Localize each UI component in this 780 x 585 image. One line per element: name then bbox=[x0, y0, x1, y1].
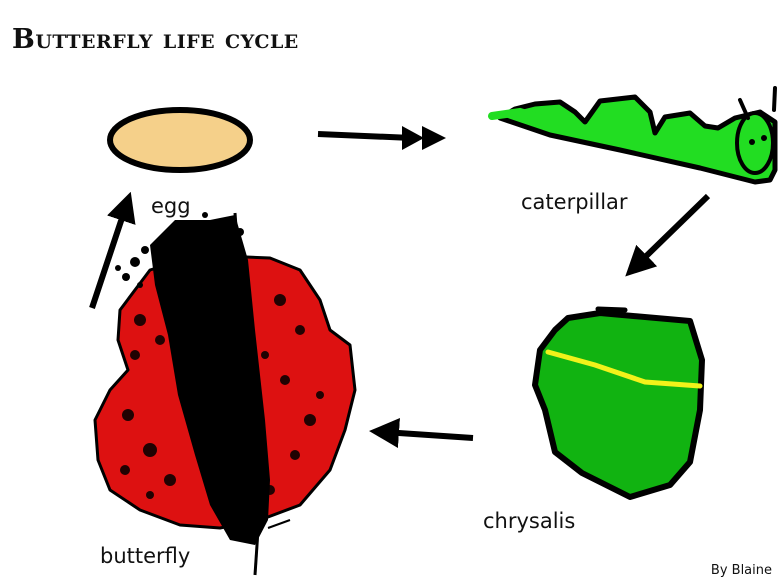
egg-label: egg bbox=[151, 194, 191, 218]
chrysalis-label: chrysalis bbox=[483, 509, 576, 533]
chrysalis-icon bbox=[532, 306, 705, 500]
arrow-egg-to-caterpillar bbox=[317, 126, 446, 150]
butterfly-label: butterfly bbox=[100, 544, 191, 568]
caterpillar-label: caterpillar bbox=[521, 190, 628, 214]
caterpillar-icon bbox=[488, 86, 778, 185]
author-credit: By Blaine bbox=[710, 563, 772, 578]
page-title: Butterfly life cycle bbox=[12, 24, 299, 55]
butterfly-icon bbox=[93, 212, 357, 576]
egg-icon bbox=[107, 107, 253, 173]
arrow-caterpillar-to-chrysalis bbox=[625, 193, 711, 277]
arrow-butterfly-to-egg bbox=[89, 191, 136, 309]
arrow-chrysalis-to-butterfly bbox=[369, 418, 474, 448]
